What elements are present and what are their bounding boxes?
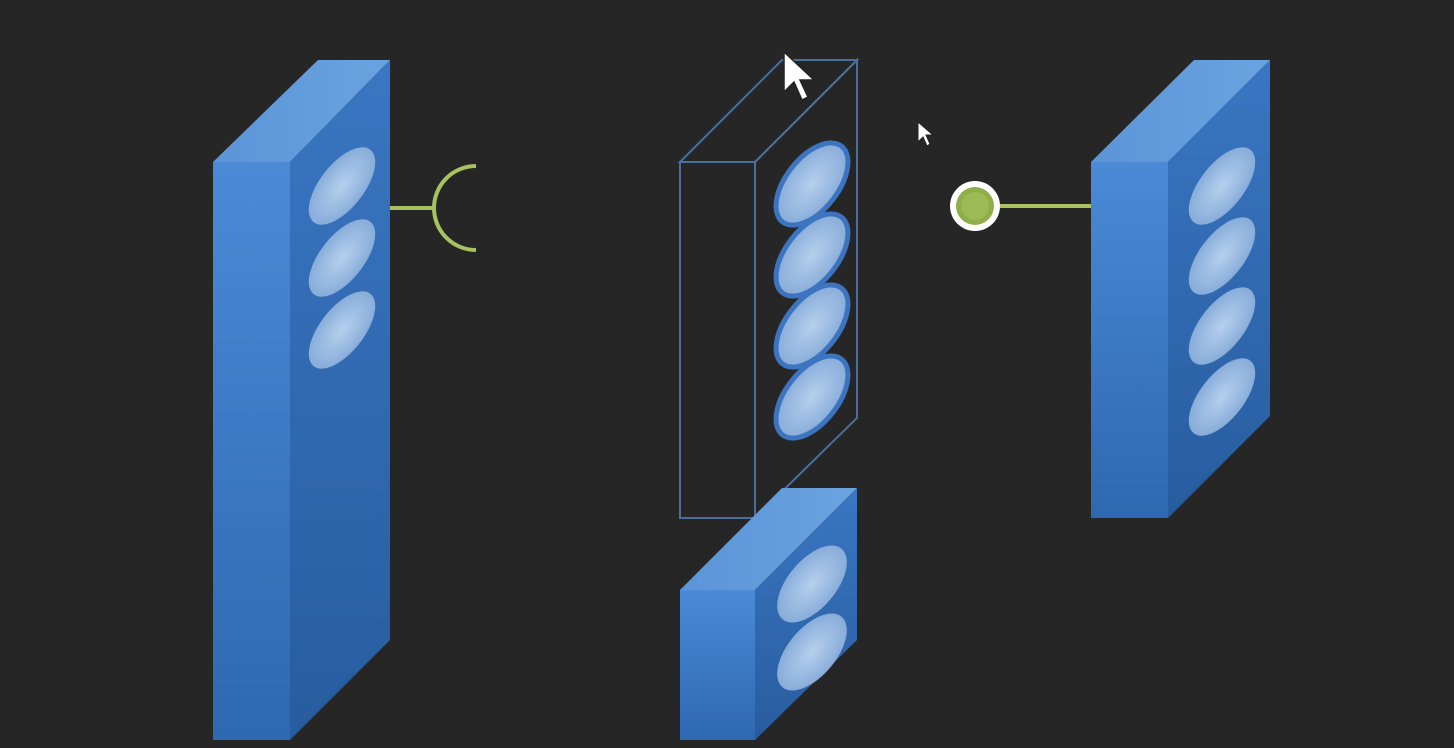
- middle-outline-slot: [773, 353, 851, 441]
- right-block-top: [1091, 60, 1270, 162]
- middle-small-block-top: [680, 488, 857, 590]
- left-block-slot: [308, 219, 376, 297]
- middle-small-block-slot: [777, 545, 847, 623]
- left-block-front: [213, 162, 290, 740]
- socket-icon: [390, 164, 477, 252]
- left-block: [213, 60, 390, 740]
- ball-icon: [950, 181, 1092, 231]
- middle-small-block-front: [680, 590, 755, 740]
- left-block-top: [213, 60, 390, 162]
- right-block-slot: [1188, 147, 1256, 225]
- left-block-slot: [308, 147, 376, 225]
- middle-outline-front: [679, 161, 756, 519]
- middle-outline-slot: [773, 211, 851, 299]
- middle-outline-slot: [773, 282, 851, 370]
- middle-outline-side: [754, 57, 858, 521]
- cursor-arrow-icon: [917, 120, 935, 147]
- middle-small-block: [680, 488, 857, 740]
- right-block-slot: [1188, 217, 1256, 295]
- middle-outline-slot: [773, 140, 851, 228]
- left-block-slot: [308, 291, 376, 369]
- right-block: [1091, 60, 1270, 518]
- middle-outline-block: [677, 57, 860, 521]
- right-block-front: [1091, 162, 1168, 518]
- right-block-slot: [1188, 287, 1256, 365]
- middle-small-block-slot: [777, 613, 847, 691]
- right-block-slot: [1188, 358, 1256, 436]
- cursor-arrow-icon: [783, 50, 816, 102]
